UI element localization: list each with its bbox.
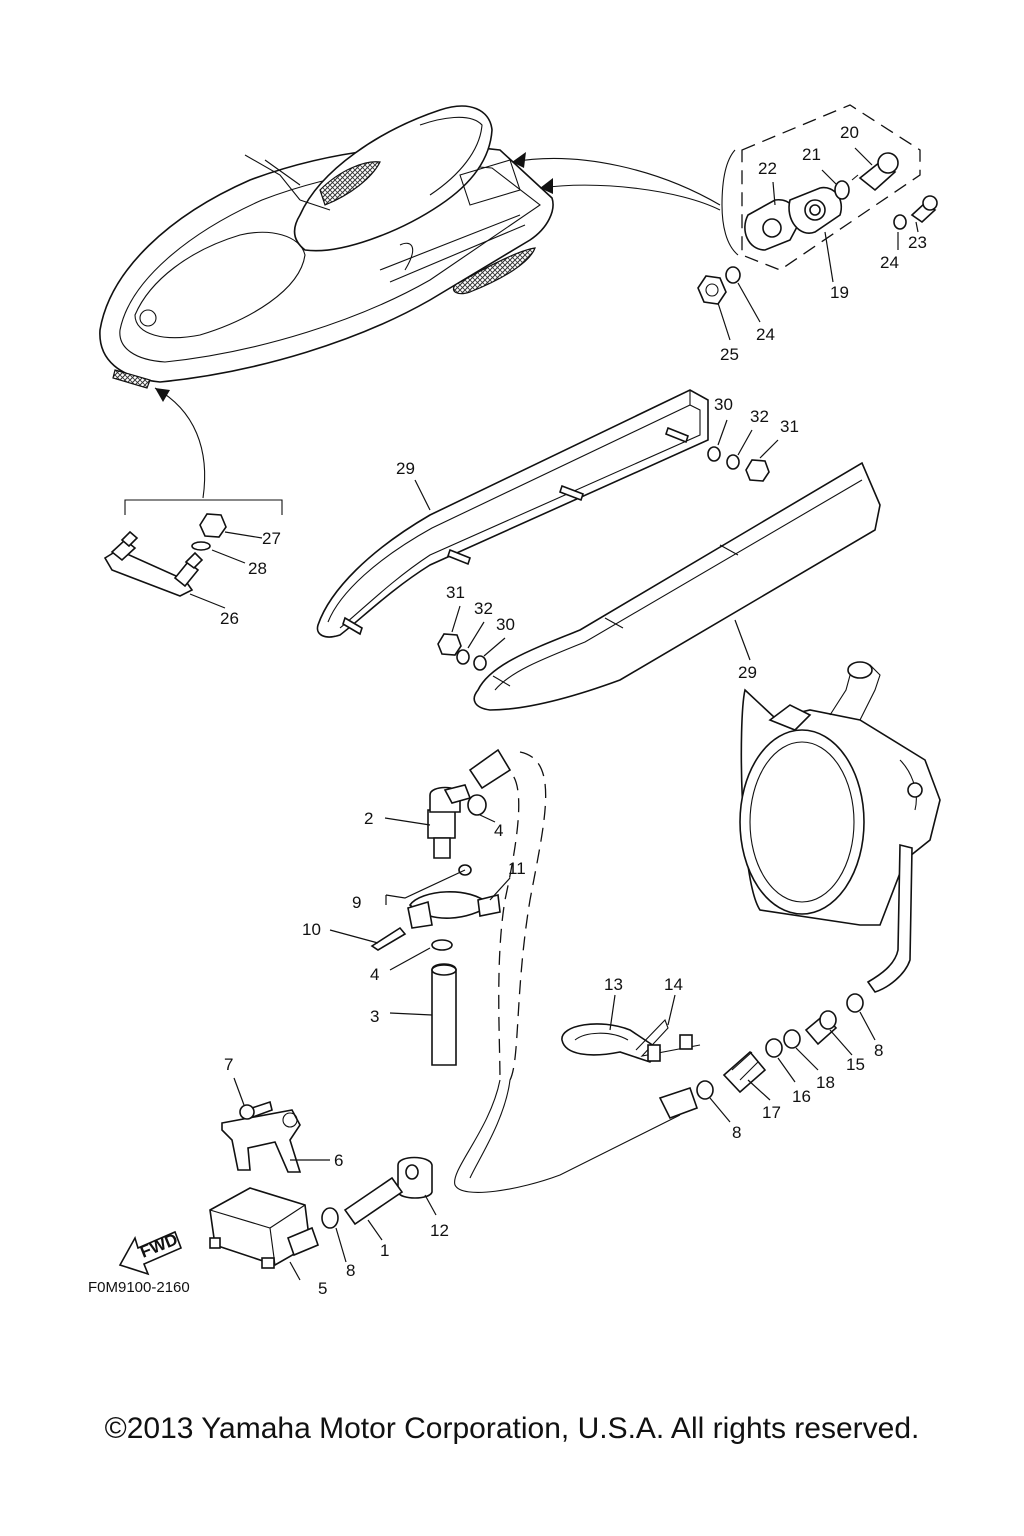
arrow-rear-to-hull (511, 157, 721, 206)
sponson-lower (473, 461, 881, 711)
callout-6: 6 (334, 1151, 343, 1170)
callout-26: 26 (220, 609, 239, 628)
callout-10: 10 (302, 920, 321, 939)
callout-32: 32 (474, 599, 493, 618)
callout-1: 1 (380, 1241, 389, 1260)
callout-5: 5 (318, 1279, 327, 1298)
sponson-bracket-assembly (103, 499, 283, 597)
callout-4: 4 (370, 965, 379, 984)
callout-21: 21 (802, 145, 821, 164)
callout-17: 17 (762, 1103, 781, 1122)
callout-2: 2 (364, 809, 373, 828)
callout-27: 27 (262, 529, 281, 548)
drain-plug-assembly (697, 104, 938, 305)
callout-29: 29 (738, 663, 757, 682)
callout-25: 25 (720, 345, 739, 364)
callout-16: 16 (792, 1087, 811, 1106)
sponson-upper (316, 389, 709, 638)
arrow-bracket-to-hull (154, 387, 206, 499)
callout-11: 11 (508, 859, 526, 878)
callout-28: 28 (248, 559, 267, 578)
callout-8: 8 (732, 1123, 741, 1142)
callout-18: 18 (816, 1073, 835, 1092)
callout-23: 23 (908, 233, 927, 252)
callout-29: 29 (396, 459, 415, 478)
callout-31: 31 (446, 583, 465, 602)
callout-labels: 1 2 3 4 4 5 6 7 8 8 8 9 10 11 12 13 14 1… (220, 123, 927, 1298)
callout-24: 24 (756, 325, 775, 344)
drawing-code: F0M9100-2160 (88, 1279, 190, 1296)
callout-4: 4 (494, 821, 503, 840)
callout-9: 9 (352, 893, 361, 912)
callout-31: 31 (780, 417, 799, 436)
sponson-fasteners (437, 446, 770, 671)
callout-8: 8 (874, 1041, 883, 1060)
callout-20: 20 (840, 123, 859, 142)
watercraft-illustration (99, 105, 554, 389)
callout-30: 30 (496, 615, 515, 634)
callout-19: 19 (830, 283, 849, 302)
callout-14: 14 (664, 975, 683, 994)
callout-13: 13 (604, 975, 623, 994)
callout-30: 30 (714, 395, 733, 414)
callout-3: 3 (370, 1007, 379, 1026)
forward-direction-arrow: FWD (118, 1230, 183, 1276)
callout-24: 24 (880, 253, 899, 272)
callout-7: 7 (224, 1055, 233, 1074)
callout-22: 22 (758, 159, 777, 178)
callout-32: 32 (750, 407, 769, 426)
callout-12: 12 (430, 1221, 449, 1240)
jet-pump-housing (739, 661, 941, 993)
leader-lines (189, 147, 919, 1281)
copyright-notice: ©2013 Yamaha Motor Corporation, U.S.A. A… (104, 1412, 920, 1445)
water-hose-system (209, 748, 864, 1269)
callout-15: 15 (846, 1055, 865, 1074)
callout-8: 8 (346, 1261, 355, 1280)
